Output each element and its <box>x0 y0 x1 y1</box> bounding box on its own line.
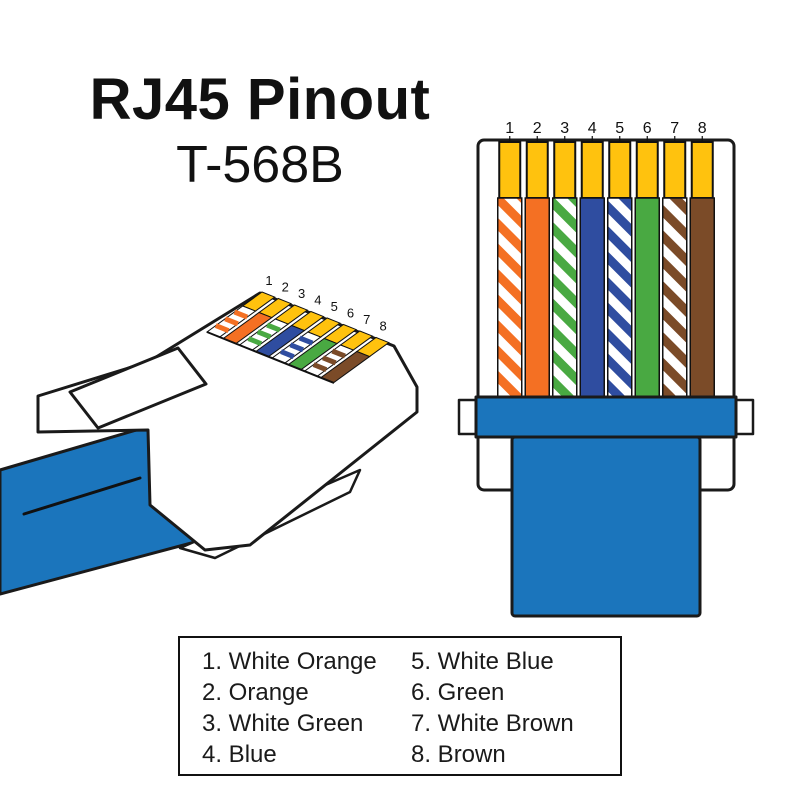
pin-number-3d: 2 <box>282 280 289 295</box>
legend-item: 7. White Brown <box>411 710 574 737</box>
wire-stripe-band <box>214 323 230 333</box>
front-pin-number: 6 <box>643 120 652 137</box>
legend-column-1: 1. White Orange 2. Orange 3. White Green 4.… <box>202 646 411 774</box>
legend-item: 1. White Orange <box>202 648 377 675</box>
legend-item: 6. Green <box>411 679 505 706</box>
wire-striped <box>497 197 523 398</box>
front-pin-number: 4 <box>588 120 597 137</box>
pin-number-3d: 7 <box>363 312 370 327</box>
wire-stripe-band <box>322 355 337 366</box>
legend-item: 5. White Blue <box>411 648 554 675</box>
plug-body-3d <box>36 291 419 552</box>
pin-number-3d: 4 <box>314 293 321 308</box>
gold-contact <box>635 141 659 199</box>
wire-stripe-band <box>266 322 281 333</box>
wire-stripe-band <box>312 362 328 372</box>
gold-contact <box>498 141 522 199</box>
legend-item: 8. Brown <box>411 741 506 768</box>
front-pin-number: 5 <box>615 120 624 137</box>
rj45-plug-front-view: 1 2 3 4 5 6 7 8 <box>457 120 755 618</box>
front-pin-number: 2 <box>533 120 542 137</box>
pin-number-3d: 3 <box>298 286 305 301</box>
wire-stripe-band <box>233 309 249 320</box>
gold-contact <box>553 141 577 199</box>
gold-contact <box>690 141 714 199</box>
legend-item: 3. White Green <box>202 710 364 737</box>
wire-striped <box>662 197 688 398</box>
cable-boot-front <box>474 395 738 439</box>
front-pin-number: 8 <box>698 120 707 137</box>
wire-solid <box>689 197 715 398</box>
gold-contact <box>525 141 549 199</box>
cable-sheen-line <box>22 476 142 516</box>
wire-stripe-band <box>224 316 239 327</box>
gold-contact <box>663 141 687 199</box>
wire-striped <box>552 197 578 398</box>
pin-number-3d: 8 <box>379 319 386 334</box>
wire-stripe-band <box>280 349 295 359</box>
wire-stripe-band <box>247 336 263 346</box>
wire-stripe-band <box>256 329 272 340</box>
page-title: RJ45 Pinout <box>89 67 431 132</box>
front-pin-number: 3 <box>560 120 569 137</box>
wire-striped <box>607 197 633 398</box>
legend-item: 2. Orange <box>202 679 309 706</box>
cable-front <box>510 435 702 618</box>
latch-window-hole <box>68 346 208 430</box>
gold-contact <box>580 141 604 199</box>
wire-stripe-band <box>331 348 346 359</box>
wire-stripe-band <box>298 335 314 346</box>
page-subtitle: T-568B <box>176 135 344 194</box>
front-pin-number: 1 <box>505 120 514 137</box>
pin-number-3d: 6 <box>347 306 354 321</box>
wires-3d <box>205 291 390 384</box>
pin-number-3d: 5 <box>331 299 338 314</box>
wire-cover-edge <box>206 331 335 384</box>
legend-column-2: 5. White Blue 6. Green 7. White Brown 8. Br… <box>411 646 620 774</box>
legend-item: 4. Blue <box>202 741 277 768</box>
wire-solid <box>579 197 605 398</box>
wire-solid <box>634 197 660 398</box>
pin-number-3d: 1 <box>265 273 272 288</box>
gold-contact <box>608 141 632 199</box>
front-pin-number: 7 <box>670 120 679 137</box>
title-block: RJ45 Pinout T-568B <box>10 67 510 195</box>
legend-box: 1. White Orange 2. Orange 3. White Green 4.… <box>178 636 622 776</box>
wire-stripe-band <box>289 342 304 353</box>
wire-solid <box>524 197 550 398</box>
